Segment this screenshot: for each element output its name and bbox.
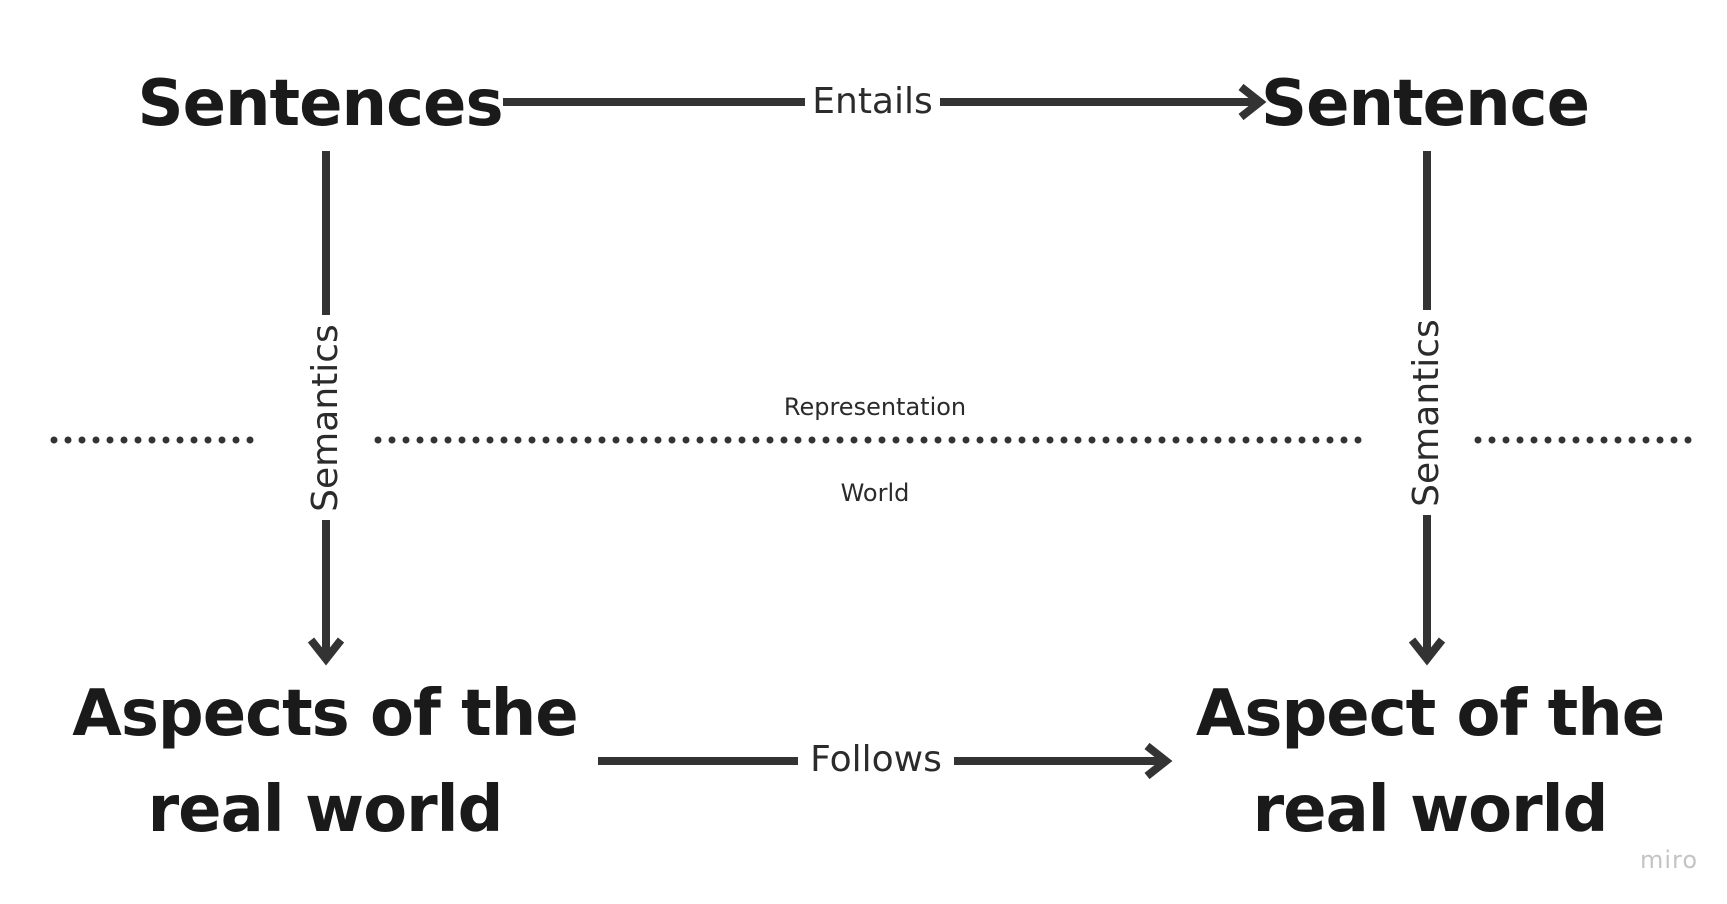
right-semantics-arrowhead [1408,637,1446,666]
miro-watermark: miro [1640,846,1699,874]
node-sentence: Sentence [1261,67,1590,141]
region-label-world: World [840,479,910,507]
left-semantics-arrow [307,151,345,666]
edge-label-entails: Entails [810,80,935,124]
follows-arrowhead [1144,742,1173,780]
edge-label-semantics-left: Semantics [304,318,348,518]
edge-label-follows: Follows [802,738,950,782]
region-label-representation: Representation [783,393,967,421]
node-aspects-of-the-real-world: Aspects of the real world [72,677,578,847]
entails-arrowhead [1238,83,1267,121]
node-sentences: Sentences [137,67,503,141]
node-aspect-of-the-real-world: Aspect of the real world [1195,677,1665,847]
follows-arrow [598,742,1173,780]
entails-arrow [503,83,1267,121]
left-semantics-arrowhead [307,637,345,666]
edge-label-semantics-right: Semantics [1405,313,1449,513]
right-semantics-arrow [1408,151,1446,666]
